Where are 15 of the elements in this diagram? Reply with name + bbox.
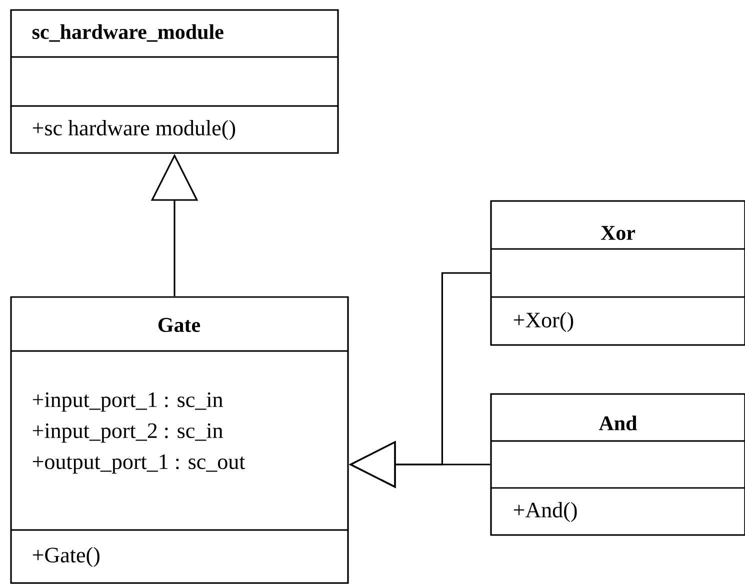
operation-text: +sc hardware module(): [32, 120, 236, 140]
attribute-text: +input_port_2 : sc_in: [32, 423, 223, 443]
operation-text: +Xor(): [514, 312, 574, 332]
class-name: sc_hardware_module: [32, 24, 224, 42]
attribute-text: +input_port_1 : sc_in: [32, 392, 223, 412]
operation-text: +And(): [514, 502, 577, 522]
class-box: [10, 9, 339, 154]
class-name: And: [598, 416, 638, 430]
class-box: [490, 393, 745, 536]
class-box: [10, 296, 349, 584]
class-name: Gate: [158, 318, 200, 332]
class-name: Xor: [600, 226, 636, 240]
attribute-text: +output_port_1 : sc_out: [32, 454, 246, 474]
operation-text: +Gate(): [32, 547, 100, 567]
class-box: [490, 200, 745, 346]
